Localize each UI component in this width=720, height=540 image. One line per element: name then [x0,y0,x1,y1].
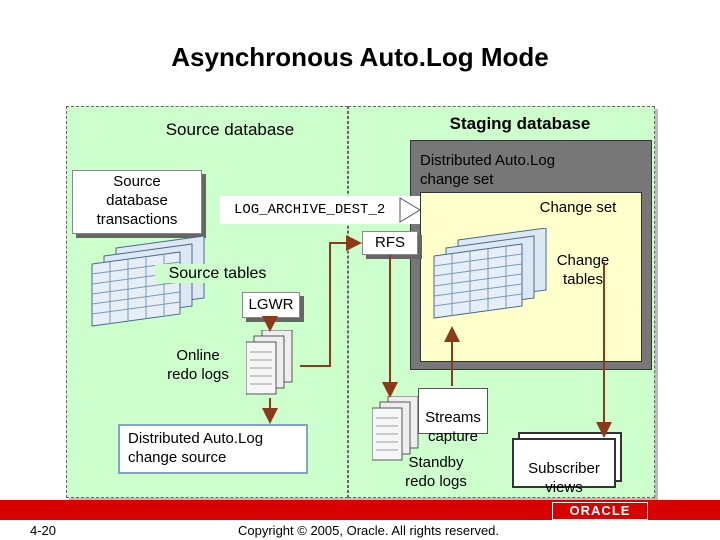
lgwr-label: LGWR [248,296,294,313]
oracle-logo-text: ORACLE [569,503,631,518]
oracle-logo: ORACLE [552,502,648,520]
change-tables-icon [433,228,547,319]
subscriber-views-label: Subscriber views [528,460,600,496]
source-database-heading: Source database [165,120,295,139]
source-transactions-box: Source database transactions [72,170,202,234]
change-set-group-label: Distributed Auto.Log change set [420,152,556,188]
streams-capture-label: Streams capture [425,409,481,445]
staging-database-heading: Staging database [449,114,591,133]
lgwr-box: LGWR [242,292,300,318]
source-transactions-label: Source database transactions [96,173,178,228]
rfs-box: RFS [362,231,418,255]
online-redo-logs-label: Online redo logs [167,347,229,383]
copyright-text: Copyright © 2005, Oracle. All rights res… [238,523,500,538]
source-tables-label: Source tables [155,264,280,283]
page-title: Asynchronous Auto.Log Mode [171,42,549,72]
rfs-label: RFS [375,234,405,251]
subscriber-views-box: Subscriber views [512,438,616,496]
standby-redo-logs-label: Standby redo logs [405,454,467,490]
change-tables-label: Change tables [556,252,610,288]
streams-capture-box: Streams capture [418,388,488,445]
online-redo-logs-icon [246,330,293,395]
footer-bar [0,500,720,520]
standby-redo-logs-icon [372,396,419,461]
log-archive-dest-label: LOG_ARCHIVE_DEST_2 [234,202,386,218]
page-number: 4-20 [30,523,57,538]
change-set-label: Change set [539,199,617,216]
change-source-box: Distributed Auto.Log change source [118,424,308,474]
change-source-label: Distributed Auto.Log change source [128,430,264,466]
log-archive-arrow [220,196,421,224]
